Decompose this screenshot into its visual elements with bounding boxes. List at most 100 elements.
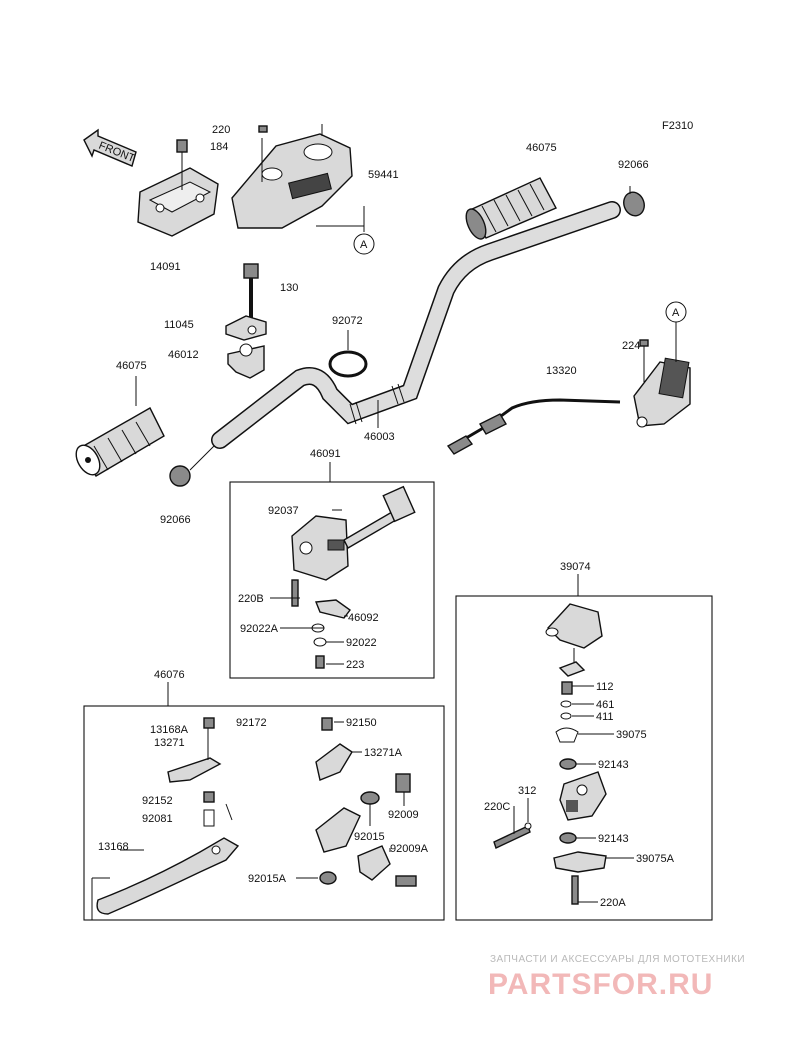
label-92152: 92152 (142, 795, 173, 807)
label-46076: 46076 (154, 669, 185, 681)
label-220: 220 (212, 124, 230, 136)
washer-461-part (560, 700, 572, 708)
label-13271a: 13271A (364, 747, 403, 759)
label-224: 224 (622, 340, 640, 352)
adjuster-92009-part (395, 773, 411, 793)
label-411: 411 (596, 711, 614, 723)
label-92150: 92150 (346, 717, 377, 729)
screw-92172-part (203, 717, 215, 729)
lever-46092-part (315, 599, 351, 619)
callout-a-label-2: A (672, 307, 680, 319)
label-39075: 39075 (616, 729, 647, 741)
label-46091: 46091 (310, 448, 341, 460)
right-grip-part (465, 177, 557, 240)
label-92066-top: 92066 (618, 159, 649, 171)
label-59441: 59441 (368, 169, 399, 181)
callout-a-circle-2 (665, 301, 687, 323)
screw-92150-part (321, 717, 333, 731)
screw-223-part (315, 655, 325, 669)
label-46012: 46012 (168, 349, 199, 361)
label-92009a: 92009A (390, 843, 429, 855)
label-92143-top: 92143 (598, 759, 629, 771)
label-46075-left: 46075 (116, 360, 147, 372)
spring-92081-part (203, 809, 215, 827)
label-11045: 11045 (164, 319, 194, 331)
cover-bracket-part (137, 167, 219, 237)
label-13320: 13320 (546, 365, 577, 377)
holder-46012-part (227, 343, 265, 379)
label-92081: 92081 (142, 813, 173, 825)
left-grip-part (75, 407, 165, 477)
band-clip-92072-part (328, 350, 368, 378)
label-184: 184 (210, 141, 228, 153)
start-switch-frame (455, 595, 713, 921)
label-130: 130 (280, 282, 298, 294)
bolt-130-part (243, 263, 259, 318)
spring-39075-part (555, 727, 579, 743)
label-92172: 92172 (236, 717, 267, 729)
throttle-housing-part (633, 357, 691, 428)
switch-cover-part (231, 133, 353, 229)
pin-312-part (524, 822, 532, 830)
label-92037: 92037 (268, 505, 299, 517)
label-223: 223 (346, 659, 364, 671)
washer-92022-part (313, 637, 327, 647)
screw-220-part (258, 125, 268, 133)
front-arrow-icon: FRONT (83, 128, 137, 167)
label-92022: 92022 (346, 637, 377, 649)
clamp-11045-part (225, 315, 267, 341)
label-92143-bottom: 92143 (598, 833, 629, 845)
watermark-logo: PARTSFOR.RU (488, 968, 713, 1001)
contact-plate-part (558, 661, 586, 677)
screw-220c-part (493, 825, 531, 849)
cable-guide-92015-part (315, 791, 391, 881)
label-92015a: 92015A (248, 873, 287, 885)
bar-end-92066-right-part (623, 186, 645, 217)
label-13168a: 13168A (150, 724, 189, 736)
screw-220b-part (291, 579, 299, 607)
lever-assembly-frame (83, 705, 445, 921)
label-220a: 220A (600, 897, 626, 909)
throttle-cable-13320-part (446, 398, 621, 455)
label-39074: 39074 (560, 561, 591, 573)
switch-cover-39074-part (545, 603, 603, 649)
bracket-13168a-part (167, 757, 222, 783)
callout-a-circle (353, 233, 375, 255)
label-46075-top: 46075 (526, 142, 557, 154)
label-112: 112 (596, 681, 614, 693)
bracket-39075a-part (553, 851, 607, 873)
screw-224-part (639, 339, 649, 347)
label-312: 312 (518, 785, 536, 797)
ring-92143-bottom-part (559, 832, 577, 844)
label-92022a: 92022A (240, 623, 279, 635)
bolt-92009a-part (395, 875, 417, 887)
brake-lever-13168-part (96, 837, 240, 915)
handlebar-switch-46091-part (291, 485, 416, 581)
switch-housing-part (559, 771, 607, 821)
screw-112-part (561, 681, 573, 695)
label-220b: 220B (238, 593, 264, 605)
label-92015: 92015 (354, 831, 385, 843)
screw-220a-part (571, 875, 579, 905)
label-92009: 92009 (388, 809, 419, 821)
bracket-13271a-part (315, 743, 353, 781)
label-92072: 92072 (332, 315, 363, 327)
watermark-tagline: ЗАПЧАСТИ И АКСЕССУАРЫ ДЛЯ МОТОТЕХНИКИ (490, 954, 745, 965)
label-461: 461 (596, 699, 614, 711)
label-13168: 13168 (98, 841, 129, 853)
label-92066-left: 92066 (160, 514, 191, 526)
handlebar-outline (211, 201, 621, 449)
ring-92143-top-part (559, 758, 577, 770)
nut-92152-part (203, 791, 215, 803)
handlebar-46003-part (212, 202, 620, 448)
nut-92015a-part (319, 871, 337, 885)
label-39075a: 39075A (636, 853, 675, 865)
bolt-184-part (176, 139, 188, 190)
bar-end-92066-left-part (169, 465, 191, 487)
callout-a-label: A (360, 239, 368, 251)
label-46003: 46003 (364, 431, 395, 443)
diagram-code: F2310 (662, 120, 693, 132)
label-46092: 46092 (348, 612, 379, 624)
label-220c: 220C (484, 801, 510, 813)
